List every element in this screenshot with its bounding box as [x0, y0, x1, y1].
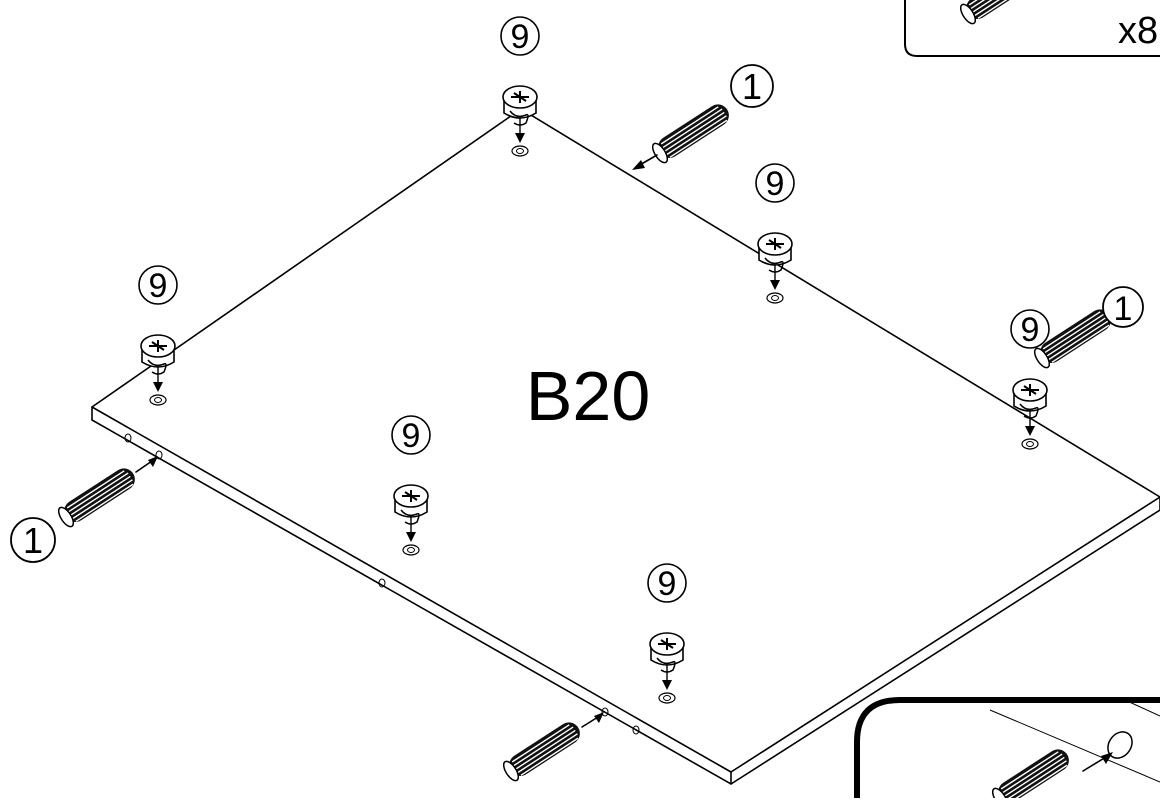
dowel-top: 1 — [632, 64, 774, 170]
cam-lock-center: 9 — [391, 415, 431, 556]
cam-lock-right: 9 — [1010, 309, 1050, 450]
cam-lock-bottom: 9 — [647, 563, 687, 704]
cam-lock-number: 9 — [658, 565, 677, 603]
dowel-number: 1 — [1114, 290, 1133, 328]
inventory-quantity: x8 — [1118, 10, 1158, 52]
cam-lock-number: 9 — [149, 267, 168, 305]
dowel-number: 1 — [23, 520, 43, 561]
cam-lock-number: 9 — [511, 18, 530, 56]
cam-lock-upper-right: 9 — [755, 163, 795, 304]
cam-lock-left: 9 — [138, 265, 178, 406]
dowel-bottom — [500, 712, 604, 784]
dowel-left: 1 — [10, 456, 158, 563]
panel-label: B20 — [526, 357, 651, 435]
panel-board — [91, 108, 1160, 785]
dowel-right: 1 — [1031, 286, 1144, 371]
cam-lock-number: 9 — [766, 165, 785, 203]
cam-lock-top: 9 — [500, 16, 540, 157]
dowel-number: 1 — [742, 66, 762, 107]
inventory-box: x8 — [904, 0, 1160, 57]
detail-zoom-box — [854, 697, 1160, 803]
cam-lock-number: 9 — [402, 417, 421, 455]
cam-lock-number: 9 — [1021, 311, 1040, 349]
